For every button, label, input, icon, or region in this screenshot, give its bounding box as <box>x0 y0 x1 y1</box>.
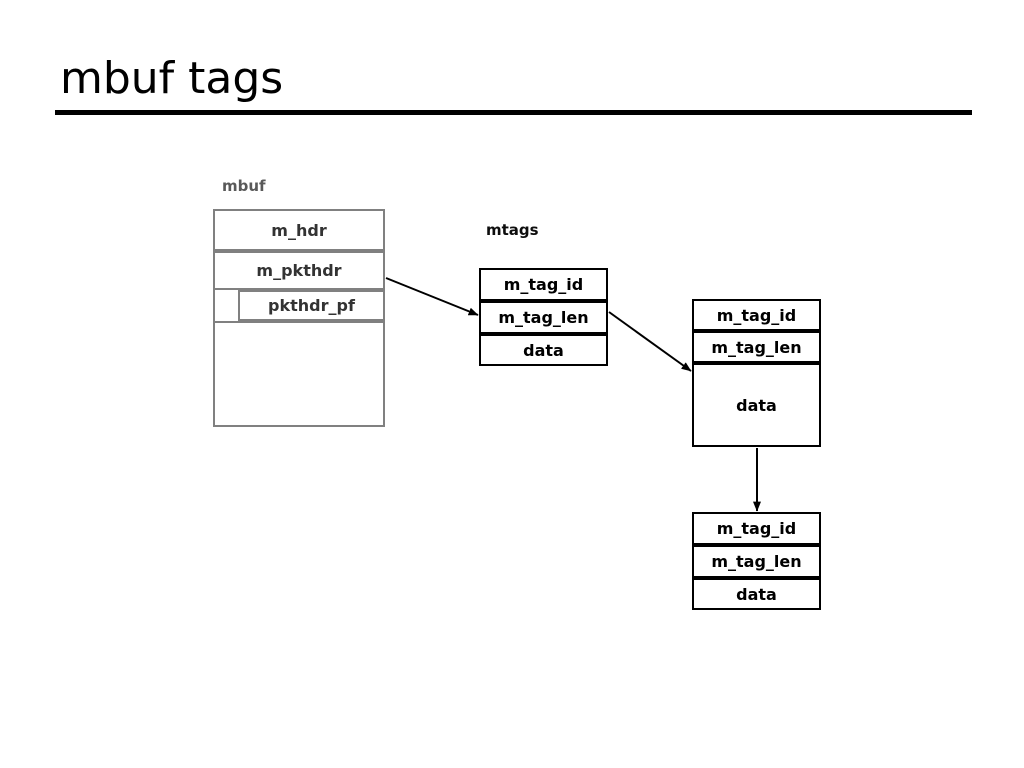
mtag-2-field-m_tag_id-label: m_tag_id <box>716 305 797 325</box>
mbuf-field-pkthdr_pf: pkthdr_pf <box>238 290 385 321</box>
mtag-1-field-data-label: data <box>523 340 564 360</box>
mbuf-field-pkthdr_pf-label: pkthdr_pf <box>268 296 355 315</box>
mtag-1-field-data: data <box>479 334 608 366</box>
title-underline-rule <box>55 110 972 115</box>
mtag-3-field-m_tag_len-label: m_tag_len <box>711 552 802 571</box>
mtag-1-field-m_tag_id-label: m_tag_id <box>503 275 584 294</box>
mtag-3-field-data-label: data <box>736 584 777 604</box>
mtag-1-field-m_tag_len: m_tag_len <box>479 301 608 334</box>
mtag-3-field-m_tag_id-label: m_tag_id <box>716 519 797 538</box>
mtag-3-field-data: data <box>692 578 821 610</box>
arrow-mtag1-to-mtag2 <box>608 311 692 372</box>
mtag-3-field-m_tag_len: m_tag_len <box>692 545 821 578</box>
mtag-3-field-m_tag_id: m_tag_id <box>692 512 821 545</box>
mbuf-field-m_pkthdr: m_pkthdr <box>213 251 385 290</box>
arrow-mbuf-to-mtag1 <box>385 277 479 316</box>
page-title: mbuf tags <box>60 53 284 104</box>
mbuf-caption: mbuf <box>222 177 266 195</box>
mtag-2-field-data-label: data <box>736 395 777 415</box>
mtag-2-field-m_tag_len: m_tag_len <box>692 331 821 363</box>
mtag-1-field-m_tag_id: m_tag_id <box>479 268 608 301</box>
mtags-caption: mtags <box>486 221 539 239</box>
mbuf-field-m_hdr-label: m_hdr <box>271 220 327 240</box>
mtag-1-field-m_tag_len-label: m_tag_len <box>498 308 589 327</box>
mtag-2-field-data: data <box>692 363 821 447</box>
mbuf-field-m_hdr: m_hdr <box>213 209 385 251</box>
mtag-2-field-m_tag_id: m_tag_id <box>692 299 821 331</box>
mbuf-data-area <box>213 321 385 427</box>
mtag-2-field-m_tag_len-label: m_tag_len <box>711 337 802 357</box>
mbuf-field-m_pkthdr-label: m_pkthdr <box>256 261 342 280</box>
